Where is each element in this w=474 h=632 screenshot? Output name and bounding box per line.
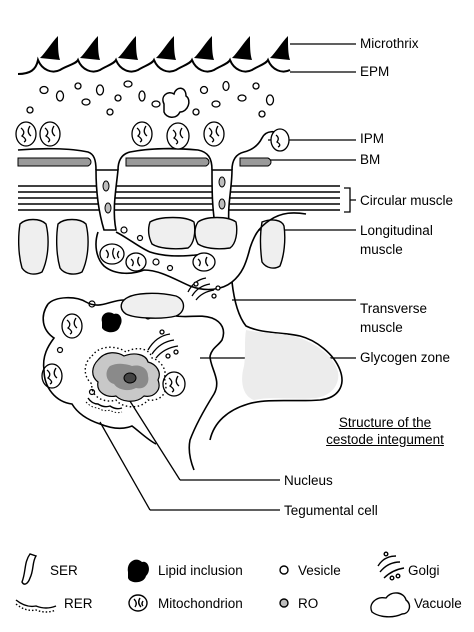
label-bm: BM (360, 152, 381, 167)
nucleus-envelope (84, 346, 167, 408)
vesicle-icon (279, 565, 289, 575)
vacuole-icon (370, 592, 411, 618)
legend-mitochondrion: Mitochondrion (158, 596, 243, 611)
distal-vesicles (26, 80, 275, 118)
caption-line-1: Structure of the (338, 415, 432, 430)
label-epm: EPM (360, 64, 390, 79)
rer (87, 397, 123, 410)
golgi-icon (377, 551, 405, 581)
mitochondria-distal (15, 121, 290, 152)
golgi-upper (187, 277, 221, 301)
legend-ro: RO (298, 596, 319, 611)
transverse-muscle (120, 292, 185, 319)
label-longitudinal-muscle-1: Longitudinal (360, 223, 433, 238)
label-ipm: IPM (360, 131, 385, 146)
ro-icon (279, 598, 289, 608)
legend-icons (15, 551, 411, 618)
label-transverse-muscle-1: Transverse (360, 301, 428, 316)
label-microthrix: Microthrix (360, 36, 419, 51)
legend-vesicle: Vesicle (298, 563, 341, 578)
legend-vacuole: Vacuole (414, 596, 462, 611)
rer-icon (15, 599, 57, 613)
legend-ser: SER (50, 563, 78, 578)
label-circular-muscle: Circular muscle (360, 193, 454, 208)
mitochondria-lower (41, 243, 216, 397)
lipid-inclusion (101, 312, 122, 333)
figure-caption: Structure of the cestode integument (300, 414, 470, 448)
legend-lipid-inclusion: Lipid inclusion (158, 563, 243, 578)
label-tegumental-cell: Tegumental cell (284, 503, 378, 518)
label-glycogen-zone: Glycogen zone (360, 350, 451, 365)
epm-membrane (17, 56, 291, 75)
golgi-lower (147, 329, 179, 359)
glycogen-zone (242, 330, 339, 400)
microthrix-row (40, 36, 290, 60)
ser-icon (21, 553, 38, 585)
lipid-inclusion-icon (127, 559, 149, 583)
legend-golgi: Golgi (408, 563, 440, 578)
vacuole (162, 87, 190, 118)
label-longitudinal-muscle-2: muscle (360, 242, 403, 257)
legend-rer: RER (64, 596, 93, 611)
longitudinal-muscle (17, 216, 286, 275)
nucleolus (123, 372, 137, 384)
label-transverse-muscle-2: muscle (360, 320, 403, 335)
label-nucleus: Nucleus (284, 473, 333, 488)
caption-line-2: cestode integument (326, 432, 444, 447)
mitochondrion-icon (128, 594, 148, 612)
